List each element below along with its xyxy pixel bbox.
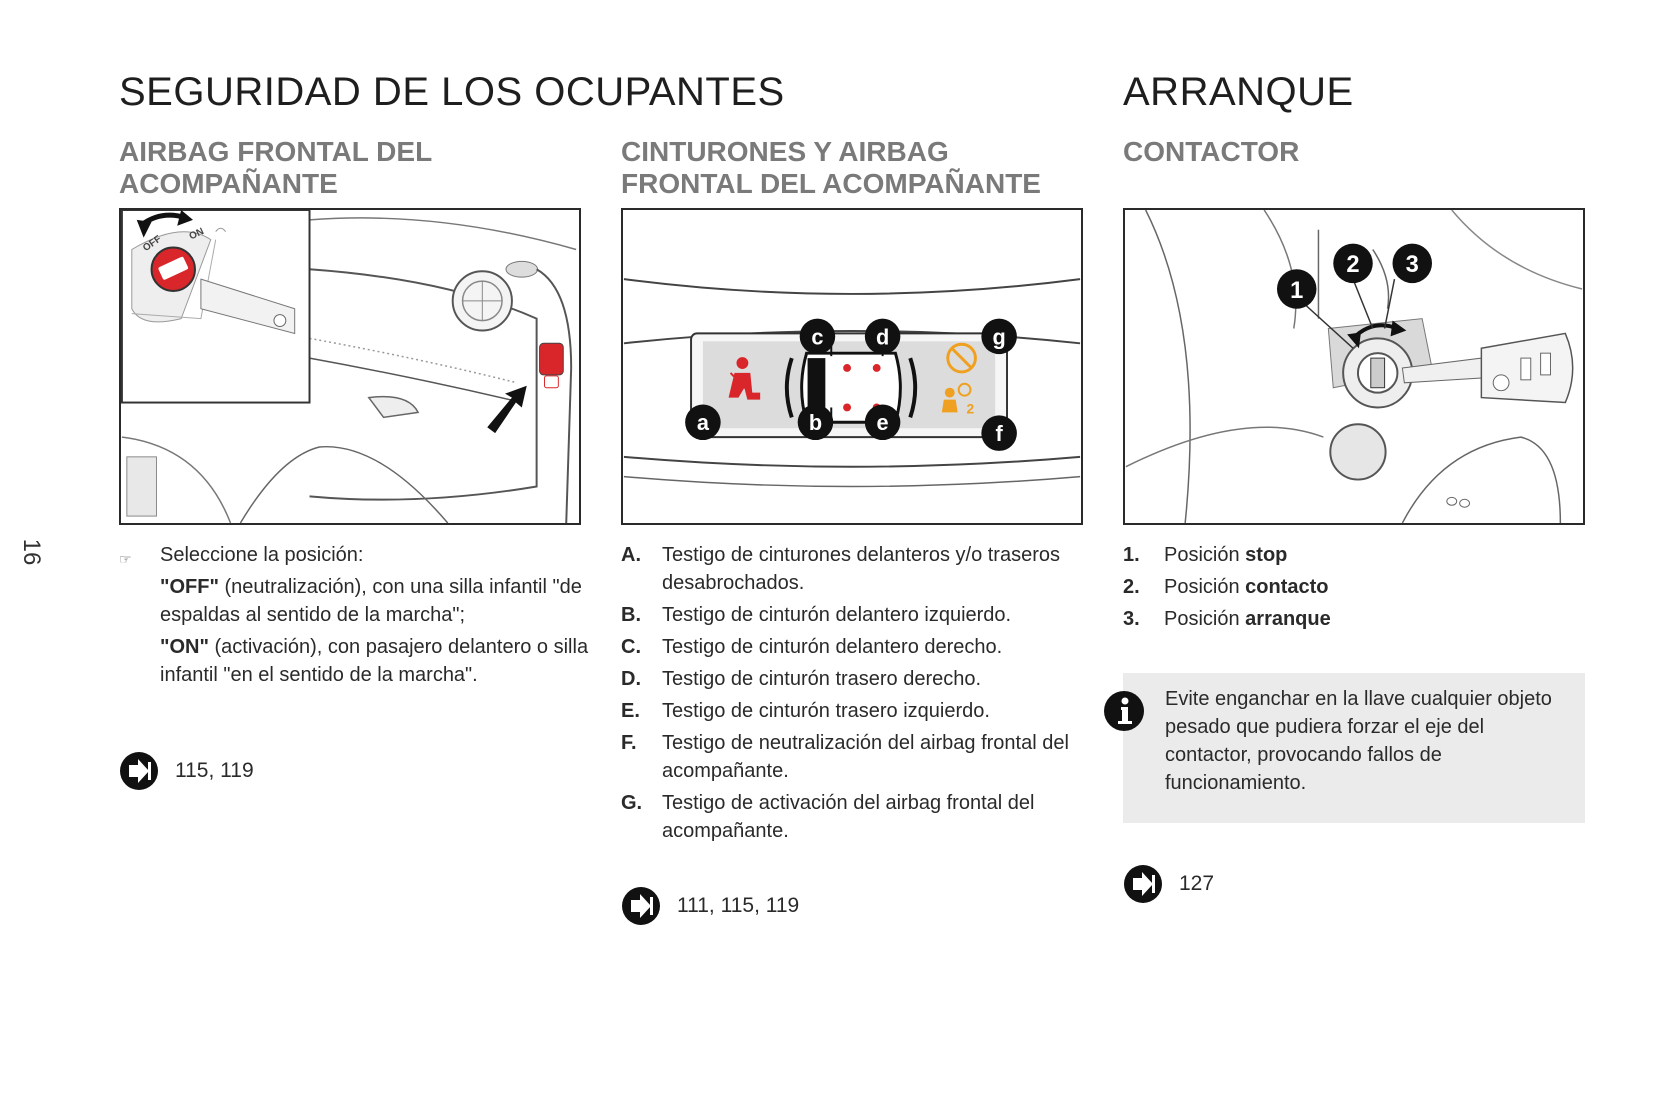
reference-pages: 127 (1179, 872, 1215, 895)
item-position: arranque (1245, 608, 1331, 630)
item-key: F. (621, 732, 637, 754)
subtitle-line-1: AIRBAG FRONTAL DEL (119, 136, 433, 167)
page-number: 16 (18, 538, 45, 566)
list-item: 3. Posición arranque (1123, 605, 1583, 633)
callout-b: b (809, 410, 822, 435)
item-prefix: Posición (1164, 576, 1246, 598)
item-text: Testigo de neutralización del airbag fro… (662, 732, 1069, 782)
callout-c: c (811, 324, 823, 349)
item-position: contacto (1245, 576, 1329, 598)
on-description: (activación), con pasajero delantero o s… (160, 636, 589, 686)
arrow-right-circle-icon (1124, 865, 1162, 903)
off-keyword: "OFF" (160, 576, 219, 598)
airbag-off-icon (946, 342, 977, 374)
callout-2: 2 (1346, 252, 1359, 278)
airbag-switch-illustration: OFF ON (121, 210, 577, 523)
page-reference-col1[interactable]: 115, 119 (119, 751, 254, 791)
ignition-positions-list: 1. Posición stop 2. Posición contacto 3. Po… (1123, 541, 1583, 637)
arrow-right-circle-icon (120, 752, 158, 790)
list-item: 1. Posición stop (1123, 541, 1583, 569)
page-reference-col3[interactable]: 127 (1123, 864, 1214, 904)
item-key: 3. (1123, 608, 1140, 630)
callout-1: 1 (1290, 278, 1303, 304)
item-text: Testigo de activación del airbag frontal… (662, 792, 1035, 842)
pointing-hand-icon: ☞ (119, 551, 132, 567)
instruction-on: "ON" (activación), con pasajero delanter… (160, 633, 590, 689)
warning-note-text: Evite enganchar en la llave cualquier ob… (1165, 688, 1552, 794)
ignition-illustration: 1 2 3 (1125, 210, 1583, 523)
callout-d: d (876, 324, 889, 349)
list-item: C. Testigo de cinturón delantero derecho. (621, 633, 1096, 661)
list-item: B. Testigo de cinturón delantero izquierd… (621, 601, 1096, 629)
section-title-safety: SEGURIDAD DE LOS OCUPANTES (119, 70, 785, 114)
item-key: C. (621, 636, 641, 658)
belt-warning-illustration: 2 a b c d e f g (623, 278, 1081, 488)
arrow-right-circle-icon (622, 887, 660, 925)
list-item: G. Testigo de activación del airbag front… (621, 789, 1096, 845)
item-prefix: Posición (1164, 544, 1246, 566)
subtitle-passenger-airbag: AIRBAG FRONTAL DEL ACOMPAÑANTE (119, 136, 432, 200)
seatbelt-warning-icon (728, 357, 761, 400)
warning-note-box: Evite enganchar en la llave cualquier ob… (1123, 673, 1585, 823)
callout-3: 3 (1406, 252, 1419, 278)
airbag-on-icon: 2 (941, 382, 975, 416)
belt-warning-list: A. Testigo de cinturones delanteros y/o t… (621, 541, 1096, 849)
subtitle-ignition: CONTACTOR (1123, 136, 1300, 167)
list-item: 2. Posición contacto (1123, 573, 1583, 601)
airbag-instructions: Seleccione la posición: "OFF" (neutraliz… (160, 541, 590, 689)
callout-a: a (697, 410, 710, 435)
reference-pages: 111, 115, 119 (677, 894, 800, 917)
subtitle-belts-airbag: CINTURONES Y AIRBAG FRONTAL DEL ACOMPAÑA… (621, 136, 1041, 200)
subtitle-line-2: FRONTAL DEL ACOMPAÑANTE (621, 168, 1041, 199)
list-item: A. Testigo de cinturones delanteros y/o t… (621, 541, 1096, 597)
info-icon (1104, 691, 1144, 731)
instruction-intro: Seleccione la posición: (160, 544, 364, 566)
subtitle-line-2: ACOMPAÑANTE (119, 168, 338, 199)
list-item: E. Testigo de cinturón trasero izquierdo. (621, 697, 1096, 725)
airbag-switch-figure: OFF ON (119, 208, 581, 525)
on-keyword: "ON" (160, 636, 209, 658)
item-key: E. (621, 700, 640, 722)
callout-e: e (877, 410, 889, 435)
item-key: 2. (1123, 576, 1140, 598)
item-prefix: Posición (1164, 608, 1246, 630)
item-position: stop (1245, 544, 1288, 566)
reference-pages: 115, 119 (175, 759, 254, 782)
off-description: (neutralización), con una silla infantil… (160, 576, 582, 626)
item-text: Testigo de cinturón trasero derecho. (662, 668, 982, 690)
subtitle-line-1: CINTURONES Y AIRBAG (621, 136, 949, 167)
item-key: 1. (1123, 544, 1140, 566)
item-text: Testigo de cinturón delantero derecho. (662, 636, 1003, 658)
callout-g: g (992, 324, 1005, 349)
item-key: D. (621, 668, 641, 690)
item-text: Testigo de cinturones delanteros y/o tra… (662, 544, 1060, 594)
belt-warning-figure: 2 a b c d e f g (621, 208, 1083, 525)
instruction-off: "OFF" (neutralización), con una silla in… (160, 573, 590, 629)
item-key: G. (621, 792, 643, 814)
svg-text:2: 2 (967, 400, 975, 416)
ignition-figure: 1 2 3 (1123, 208, 1585, 525)
item-text: Testigo de cinturón delantero izquierdo. (662, 604, 1012, 626)
callout-f: f (996, 421, 1004, 446)
item-key: A. (621, 544, 641, 566)
list-item: F. Testigo de neutralización del airbag f… (621, 729, 1096, 785)
item-key: B. (621, 604, 641, 626)
page-reference-col2[interactable]: 111, 115, 119 (621, 886, 799, 926)
section-title-start: ARRANQUE (1123, 70, 1354, 114)
item-text: Testigo de cinturón trasero izquierdo. (662, 700, 990, 722)
list-item: D. Testigo de cinturón trasero derecho. (621, 665, 1096, 693)
